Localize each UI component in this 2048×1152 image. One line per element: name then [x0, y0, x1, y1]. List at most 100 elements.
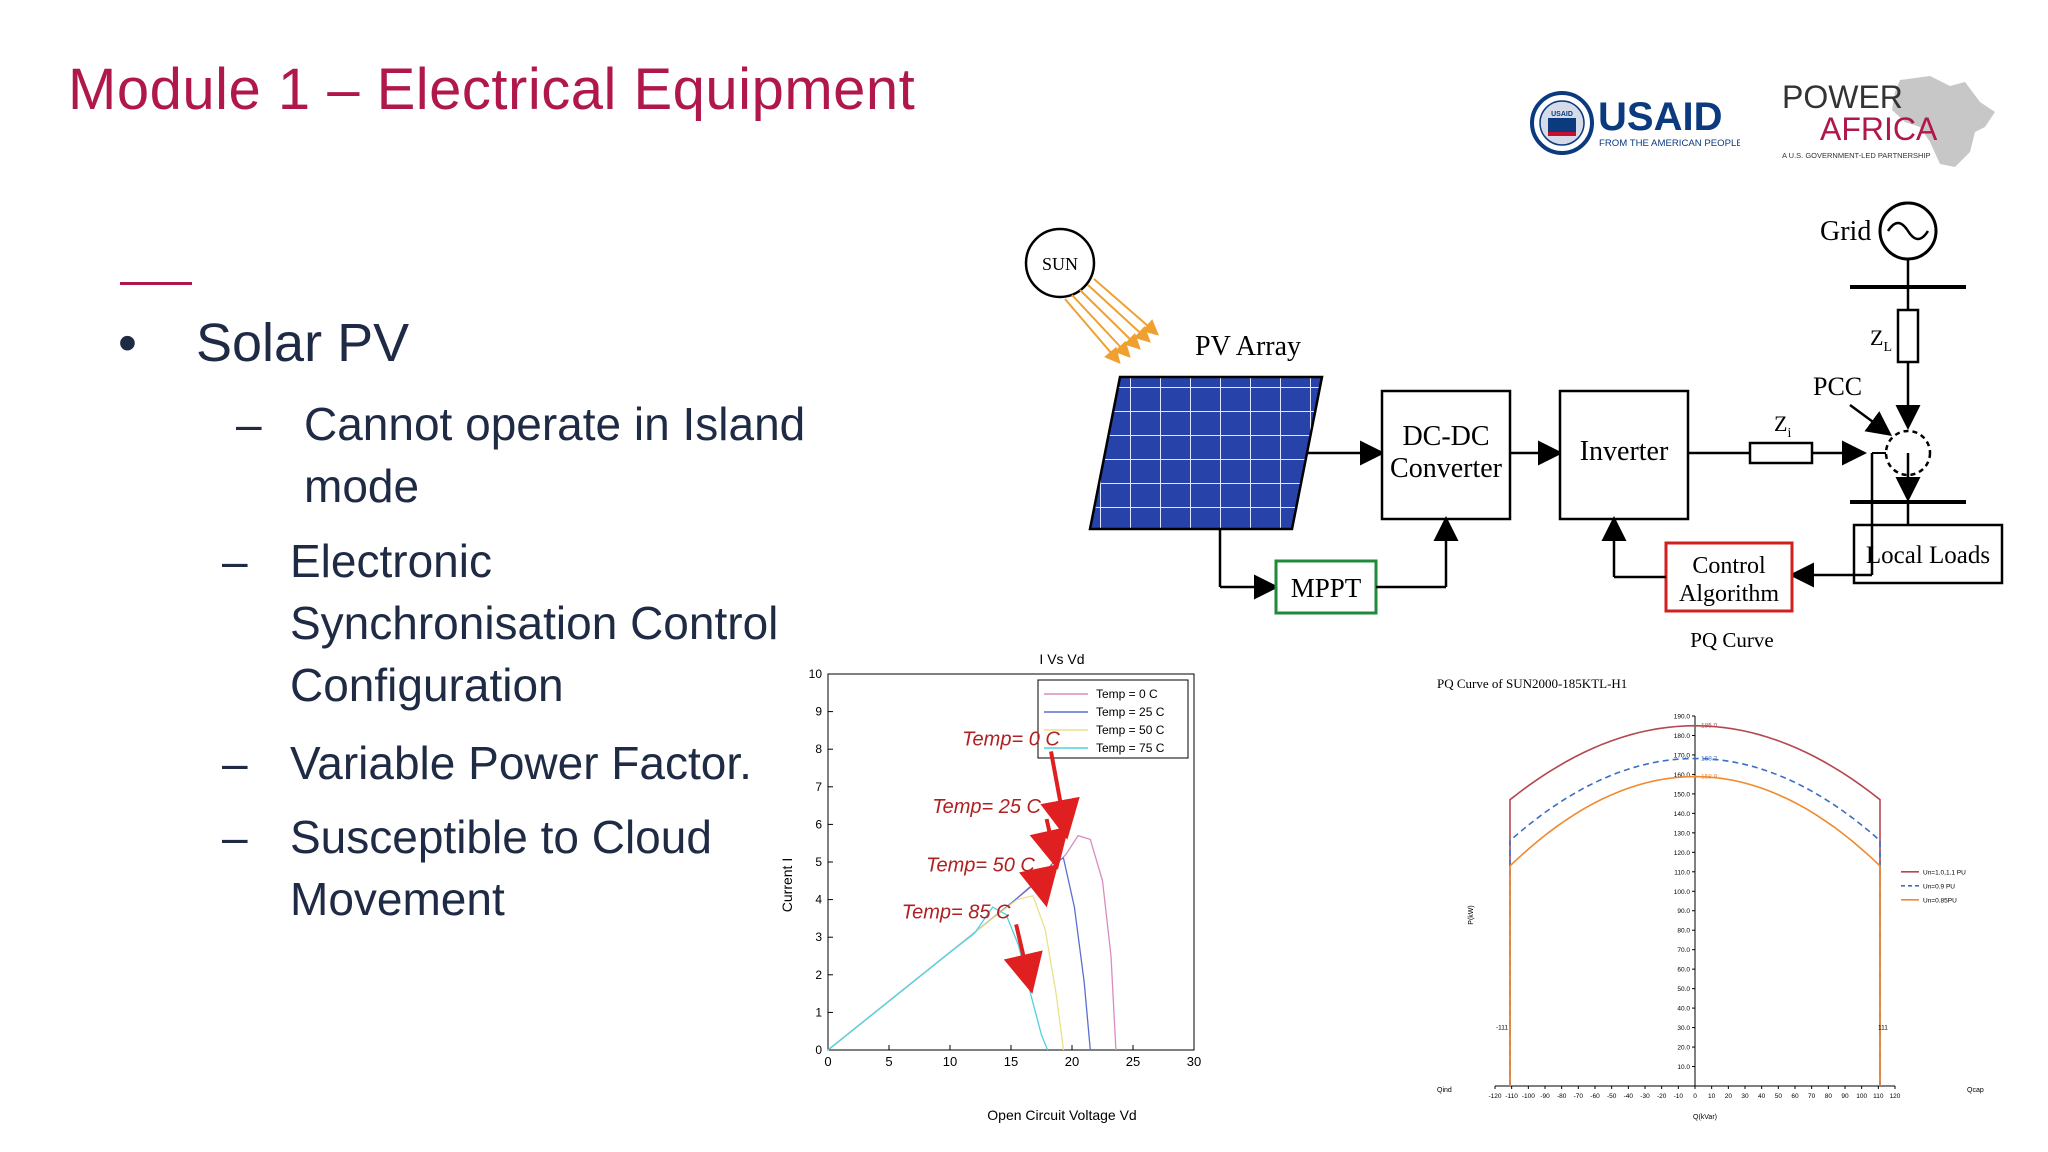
- pq-xtick-label: 90: [1841, 1093, 1849, 1100]
- power-africa-line1: POWER: [1782, 79, 1903, 115]
- pq-xtick-label: 110: [1873, 1093, 1884, 1100]
- iv-annotation-arrow: [1003, 923, 1043, 994]
- pq-ytick-label: 60.0: [1677, 967, 1690, 974]
- control-label-line2: Algorithm: [1679, 581, 1779, 607]
- pq-xtick-label: 30: [1741, 1093, 1749, 1100]
- pq-xtick-label: -10: [1674, 1093, 1684, 1100]
- pq-series-line: [1509, 757, 1881, 1086]
- pq-ytick-label: 30.0: [1677, 1025, 1690, 1032]
- iv-ytick-label: 6: [815, 817, 822, 831]
- iv-xtick-label: 25: [1126, 1054, 1140, 1069]
- iv-ytick-label: 5: [815, 855, 822, 869]
- pq-xtick-label: 60: [1791, 1093, 1799, 1100]
- pq-xtick-label: 50: [1775, 1093, 1783, 1100]
- pq-ytick-label: 130.0: [1674, 830, 1691, 837]
- iv-ylabel: Current I: [779, 858, 795, 912]
- pq-xlabel: Q(kVar): [1693, 1114, 1717, 1121]
- pq-xtick-label: -30: [1640, 1093, 1650, 1100]
- iv-ytick-label: 8: [815, 742, 822, 756]
- subitem-line: Variable Power Factor.: [290, 737, 752, 789]
- iv-curve-chart: I Vs Vd Open Circuit Voltage Vd Current …: [779, 651, 1201, 1123]
- iv-ytick-label: 9: [815, 705, 822, 719]
- iv-legend-label: Temp = 0 C: [1096, 687, 1158, 701]
- iv-annotation-label: Temp= 25 C: [932, 796, 1041, 818]
- pq-ytick-label: 20.0: [1677, 1045, 1690, 1052]
- pcc-label: PCC: [1813, 372, 1862, 401]
- usaid-logo: USAID USAID FROM THE AMERICAN PEOPLE: [1530, 91, 1740, 155]
- pq-legend-label: Un=0.9 PU: [1923, 883, 1955, 890]
- pq-xtick-label: 40: [1758, 1093, 1766, 1100]
- iv-xlabel: Open Circuit Voltage Vd: [987, 1107, 1136, 1123]
- iv-legend-label: Temp = 50 C: [1096, 723, 1165, 737]
- zi-label: Zi: [1774, 411, 1791, 441]
- pq-ytick-label: 120.0: [1674, 850, 1691, 857]
- iv-legend: [1037, 679, 1189, 759]
- iv-annotation-label: Temp= 85 C: [902, 901, 1011, 923]
- pq-xtick-label: -50: [1607, 1093, 1617, 1100]
- control-algorithm-box: [1664, 541, 1794, 613]
- iv-xtick-label: 0: [824, 1054, 831, 1069]
- pq-xtick-label: -40: [1624, 1093, 1634, 1100]
- pq-xtick-label: -110: [1505, 1093, 1518, 1100]
- pq-xtick-label: 20: [1725, 1093, 1733, 1100]
- pq-qind-label: Qind: [1437, 1087, 1452, 1094]
- pq-ytick-label: 160.0: [1674, 772, 1691, 779]
- pq-xtick-label: -60: [1590, 1093, 1600, 1100]
- pq-legend-label: Un=0.85PU: [1923, 897, 1957, 904]
- pv-system-diagram: SUN PV Array DC-DC Converter Inverter Zi…: [1024, 201, 2004, 652]
- subitem-line: Synchronisation Control: [290, 597, 779, 649]
- iv-legend-label: Temp = 25 C: [1096, 705, 1165, 719]
- zi-impedance-icon: [1748, 441, 1814, 465]
- pq-peak-label: 185.0: [1701, 723, 1718, 730]
- bullet-marker: •: [118, 313, 137, 373]
- usaid-seal-text: USAID: [1551, 111, 1573, 118]
- pq-ytick-label: 50.0: [1677, 986, 1690, 993]
- usaid-wordmark: USAID: [1598, 95, 1722, 139]
- title-accent-line: [120, 282, 192, 285]
- mppt-label: MPPT: [1291, 573, 1362, 603]
- pq-ytick-label: 90.0: [1677, 908, 1690, 915]
- pcc-node-icon: [1884, 429, 1932, 477]
- iv-chart-title: I Vs Vd: [1039, 651, 1084, 667]
- pq-xtick-label: -20: [1657, 1093, 1667, 1100]
- iv-annotation-arrow: [1029, 818, 1069, 870]
- pq-xtick-label: -100: [1522, 1093, 1535, 1100]
- iv-ytick-label: 1: [815, 1005, 822, 1019]
- iv-ytick-label: 4: [815, 893, 822, 907]
- pq-xtick-label: -80: [1557, 1093, 1567, 1100]
- power-africa-logo: POWER AFRICA A U.S. GOVERNMENT-LED PARTN…: [1782, 76, 1995, 167]
- sun-label: SUN: [1042, 254, 1078, 274]
- iv-annotation-arrow: [1040, 751, 1080, 840]
- iv-xtick-label: 30: [1187, 1054, 1201, 1069]
- grid-label: Grid: [1820, 216, 1871, 247]
- iv-ytick-label: 3: [815, 930, 822, 944]
- usaid-tagline: FROM THE AMERICAN PEOPLE: [1599, 138, 1740, 149]
- subitem-line: Electronic: [290, 535, 492, 587]
- local-loads-box: [1852, 523, 2004, 585]
- pq-curve-caption: PQ Curve: [1690, 628, 1773, 652]
- iv-ytick-label: 0: [815, 1043, 822, 1057]
- iv-legend-label: Temp = 75 C: [1096, 741, 1165, 755]
- iv-annotation-label: Temp= 50 C: [926, 854, 1035, 876]
- pq-xtick-label: -70: [1574, 1093, 1584, 1100]
- subitem-marker: –: [222, 811, 248, 863]
- pq-xtick-label: 70: [1808, 1093, 1816, 1100]
- pq-ytick-label: 150.0: [1674, 791, 1691, 798]
- pq-ytick-label: 70.0: [1677, 947, 1690, 954]
- pq-ytick-label: 10.0: [1677, 1064, 1690, 1071]
- pq-ytick-label: 110.0: [1674, 869, 1690, 876]
- pq-peak-label: 168.2: [1701, 755, 1718, 762]
- pq-xtick-label: 0: [1693, 1093, 1697, 1100]
- inverter-label: Inverter: [1580, 436, 1669, 467]
- pq-series-line: [1509, 724, 1881, 1086]
- iv-series-line: [827, 906, 1049, 1051]
- subitem-marker: –: [222, 535, 248, 587]
- pq-curve-chart: PQ Curve of SUN2000-185KTL-H1 Q(kVar) P(…: [1437, 676, 1984, 1121]
- iv-ytick-label: 7: [815, 780, 822, 794]
- iv-xtick-label: 20: [1065, 1054, 1079, 1069]
- control-label-line1: Control: [1692, 553, 1766, 579]
- pq-ytick-label: 190.0: [1674, 714, 1691, 721]
- pq-edge-label: 111: [1878, 1025, 1888, 1032]
- pq-xtick-label: 100: [1856, 1093, 1867, 1100]
- subitem-marker: –: [222, 737, 248, 789]
